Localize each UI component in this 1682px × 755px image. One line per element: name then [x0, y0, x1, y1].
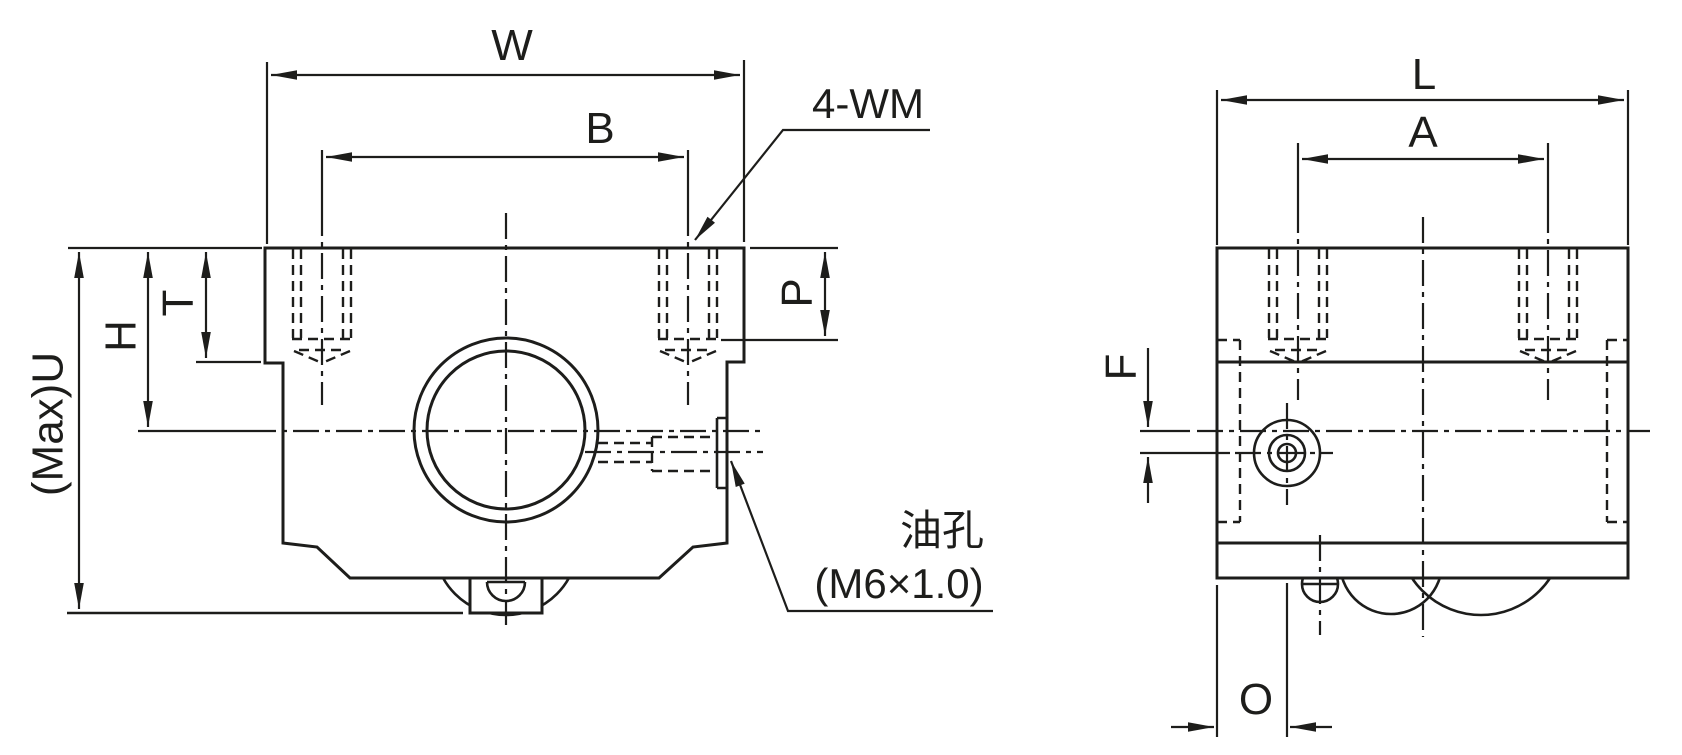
- dimension-w: W: [265, 21, 746, 244]
- callout-label-4wm: 4-WM: [812, 80, 924, 127]
- side-view: L A F O: [1097, 50, 1650, 737]
- side-centerlines: [1140, 143, 1650, 637]
- dimension-f: F: [1097, 348, 1153, 503]
- callout-label-oil-hole: 油孔: [900, 507, 984, 554]
- dimension-label-a: A: [1408, 108, 1438, 157]
- dimension-t: T: [154, 252, 261, 364]
- front-outline: [263, 246, 746, 580]
- dimension-l: L: [1215, 50, 1630, 245]
- side-bearing-arcs: [1300, 578, 1552, 617]
- dimension-h: H: [97, 252, 153, 427]
- dimension-label-l: L: [1412, 50, 1436, 99]
- callout-oil-leader: [729, 460, 993, 613]
- front-oil-passage: [598, 435, 717, 473]
- dimension-label-p: P: [773, 278, 822, 307]
- front-centerlines: [138, 150, 763, 625]
- callout-oil-hole: 油孔 (M6×1.0): [729, 460, 993, 613]
- dimension-b: B: [326, 104, 684, 162]
- dimension-a: A: [1302, 108, 1544, 164]
- front-view: W B 4-WM P T H: [24, 21, 993, 625]
- dimension-label-max-u: (Max)U: [24, 352, 73, 496]
- dimension-label-f: F: [1097, 354, 1146, 381]
- dimension-p: P: [721, 246, 838, 342]
- dimension-o: O: [1171, 583, 1332, 737]
- dimension-label-b: B: [585, 104, 614, 153]
- dimension-label-h: H: [97, 320, 146, 352]
- callout-4wm-leader: [694, 128, 930, 241]
- callout-4wm: 4-WM: [694, 80, 930, 241]
- dimension-max-u: (Max)U: [24, 252, 463, 615]
- dimension-label-t: T: [154, 290, 203, 317]
- callout-label-oil-thread: (M6×1.0): [814, 560, 983, 607]
- dimension-label-w: W: [491, 21, 533, 70]
- dimension-label-o: O: [1239, 675, 1273, 724]
